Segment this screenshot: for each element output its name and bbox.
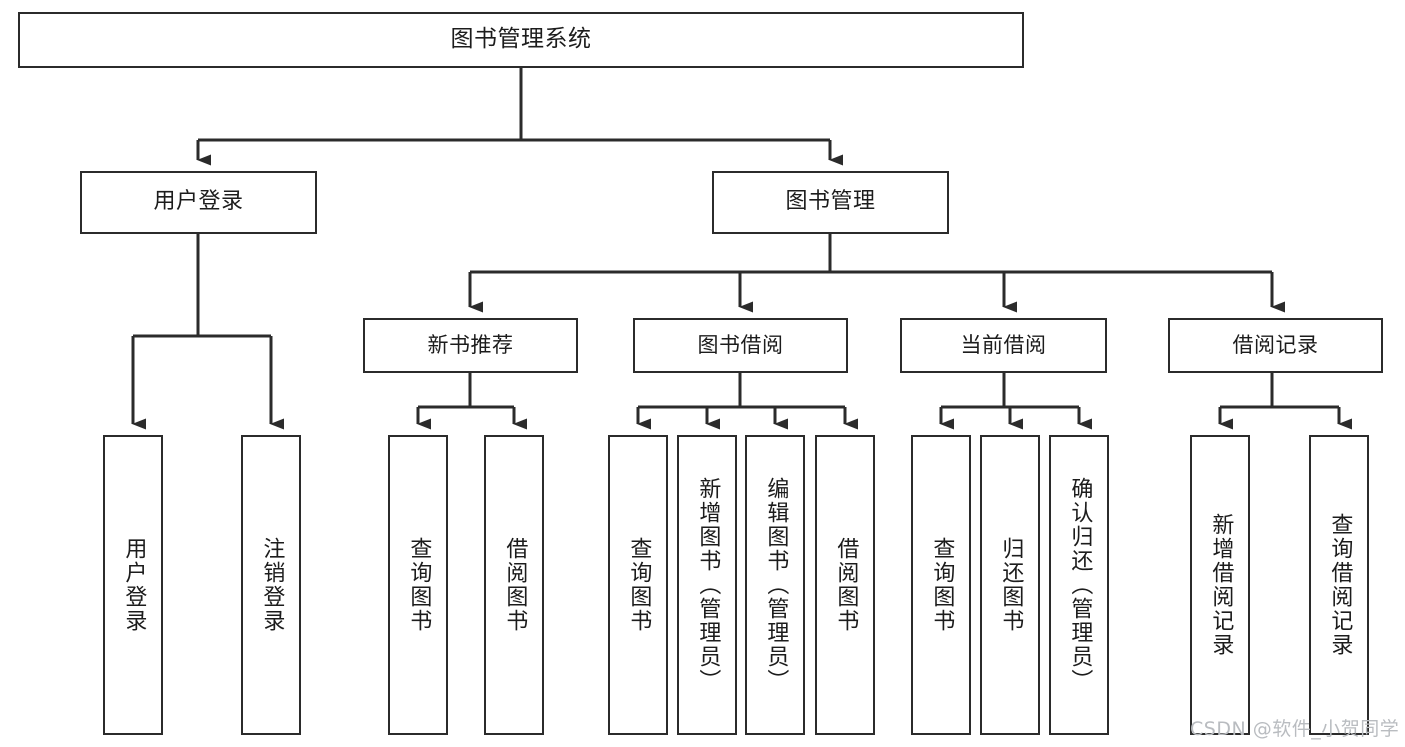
leaf-current-borrow-confirm-return[interactable]: 确认归还（管理员）: [1049, 435, 1109, 735]
leaf-current-borrow-return-label: 归还图书: [998, 537, 1024, 633]
node-current-borrow[interactable]: 当前借阅: [900, 318, 1107, 373]
node-user-login[interactable]: 用户登录: [80, 171, 317, 234]
node-root-system-label: 图书管理系统: [450, 26, 592, 53]
leaf-borrow-record-add[interactable]: 新增借阅记录: [1190, 435, 1250, 735]
node-book-management[interactable]: 图书管理: [712, 171, 949, 234]
node-user-login-label: 用户登录: [153, 189, 244, 215]
leaf-book-borrow-edit-label: 编辑图书（管理员）: [763, 477, 789, 693]
leaf-user-login-logout-label: 注销登录: [259, 537, 285, 633]
node-book-management-label: 图书管理: [785, 189, 876, 215]
leaf-current-borrow-query[interactable]: 查询图书: [911, 435, 971, 735]
leaf-user-login-login-label: 用户登录: [121, 537, 147, 633]
leaf-user-login-logout[interactable]: 注销登录: [241, 435, 301, 735]
leaf-user-login-login[interactable]: 用户登录: [103, 435, 163, 735]
node-borrow-record-label: 借阅记录: [1232, 332, 1319, 357]
leaf-current-borrow-return[interactable]: 归还图书: [980, 435, 1040, 735]
leaf-book-borrow-borrow[interactable]: 借阅图书: [815, 435, 875, 735]
leaf-new-book-query-label: 查询图书: [406, 537, 432, 633]
node-new-book-recommend-label: 新书推荐: [427, 332, 514, 357]
leaf-new-book-borrow[interactable]: 借阅图书: [484, 435, 544, 735]
leaf-borrow-record-query-label: 查询借阅记录: [1327, 513, 1353, 657]
node-book-borrow-label: 图书借阅: [697, 332, 784, 357]
leaf-new-book-query[interactable]: 查询图书: [388, 435, 448, 735]
leaf-borrow-record-query[interactable]: 查询借阅记录: [1309, 435, 1369, 735]
csdn-watermark: CSDN @软件_小贺同学: [1190, 718, 1400, 740]
leaf-book-borrow-add-label: 新增图书（管理员）: [695, 477, 721, 693]
leaf-book-borrow-query[interactable]: 查询图书: [608, 435, 668, 735]
leaf-book-borrow-query-label: 查询图书: [626, 537, 652, 633]
node-new-book-recommend[interactable]: 新书推荐: [363, 318, 578, 373]
node-borrow-record[interactable]: 借阅记录: [1168, 318, 1383, 373]
leaf-book-borrow-borrow-label: 借阅图书: [833, 537, 859, 633]
leaf-book-borrow-add[interactable]: 新增图书（管理员）: [677, 435, 737, 735]
node-book-borrow[interactable]: 图书借阅: [633, 318, 848, 373]
node-current-borrow-label: 当前借阅: [960, 332, 1047, 357]
node-root-system[interactable]: 图书管理系统: [18, 12, 1024, 68]
leaf-new-book-borrow-label: 借阅图书: [502, 537, 528, 633]
leaf-current-borrow-confirm-return-label: 确认归还（管理员）: [1067, 477, 1093, 693]
leaf-book-borrow-edit[interactable]: 编辑图书（管理员）: [745, 435, 805, 735]
leaf-borrow-record-add-label: 新增借阅记录: [1208, 513, 1234, 657]
leaf-current-borrow-query-label: 查询图书: [929, 537, 955, 633]
